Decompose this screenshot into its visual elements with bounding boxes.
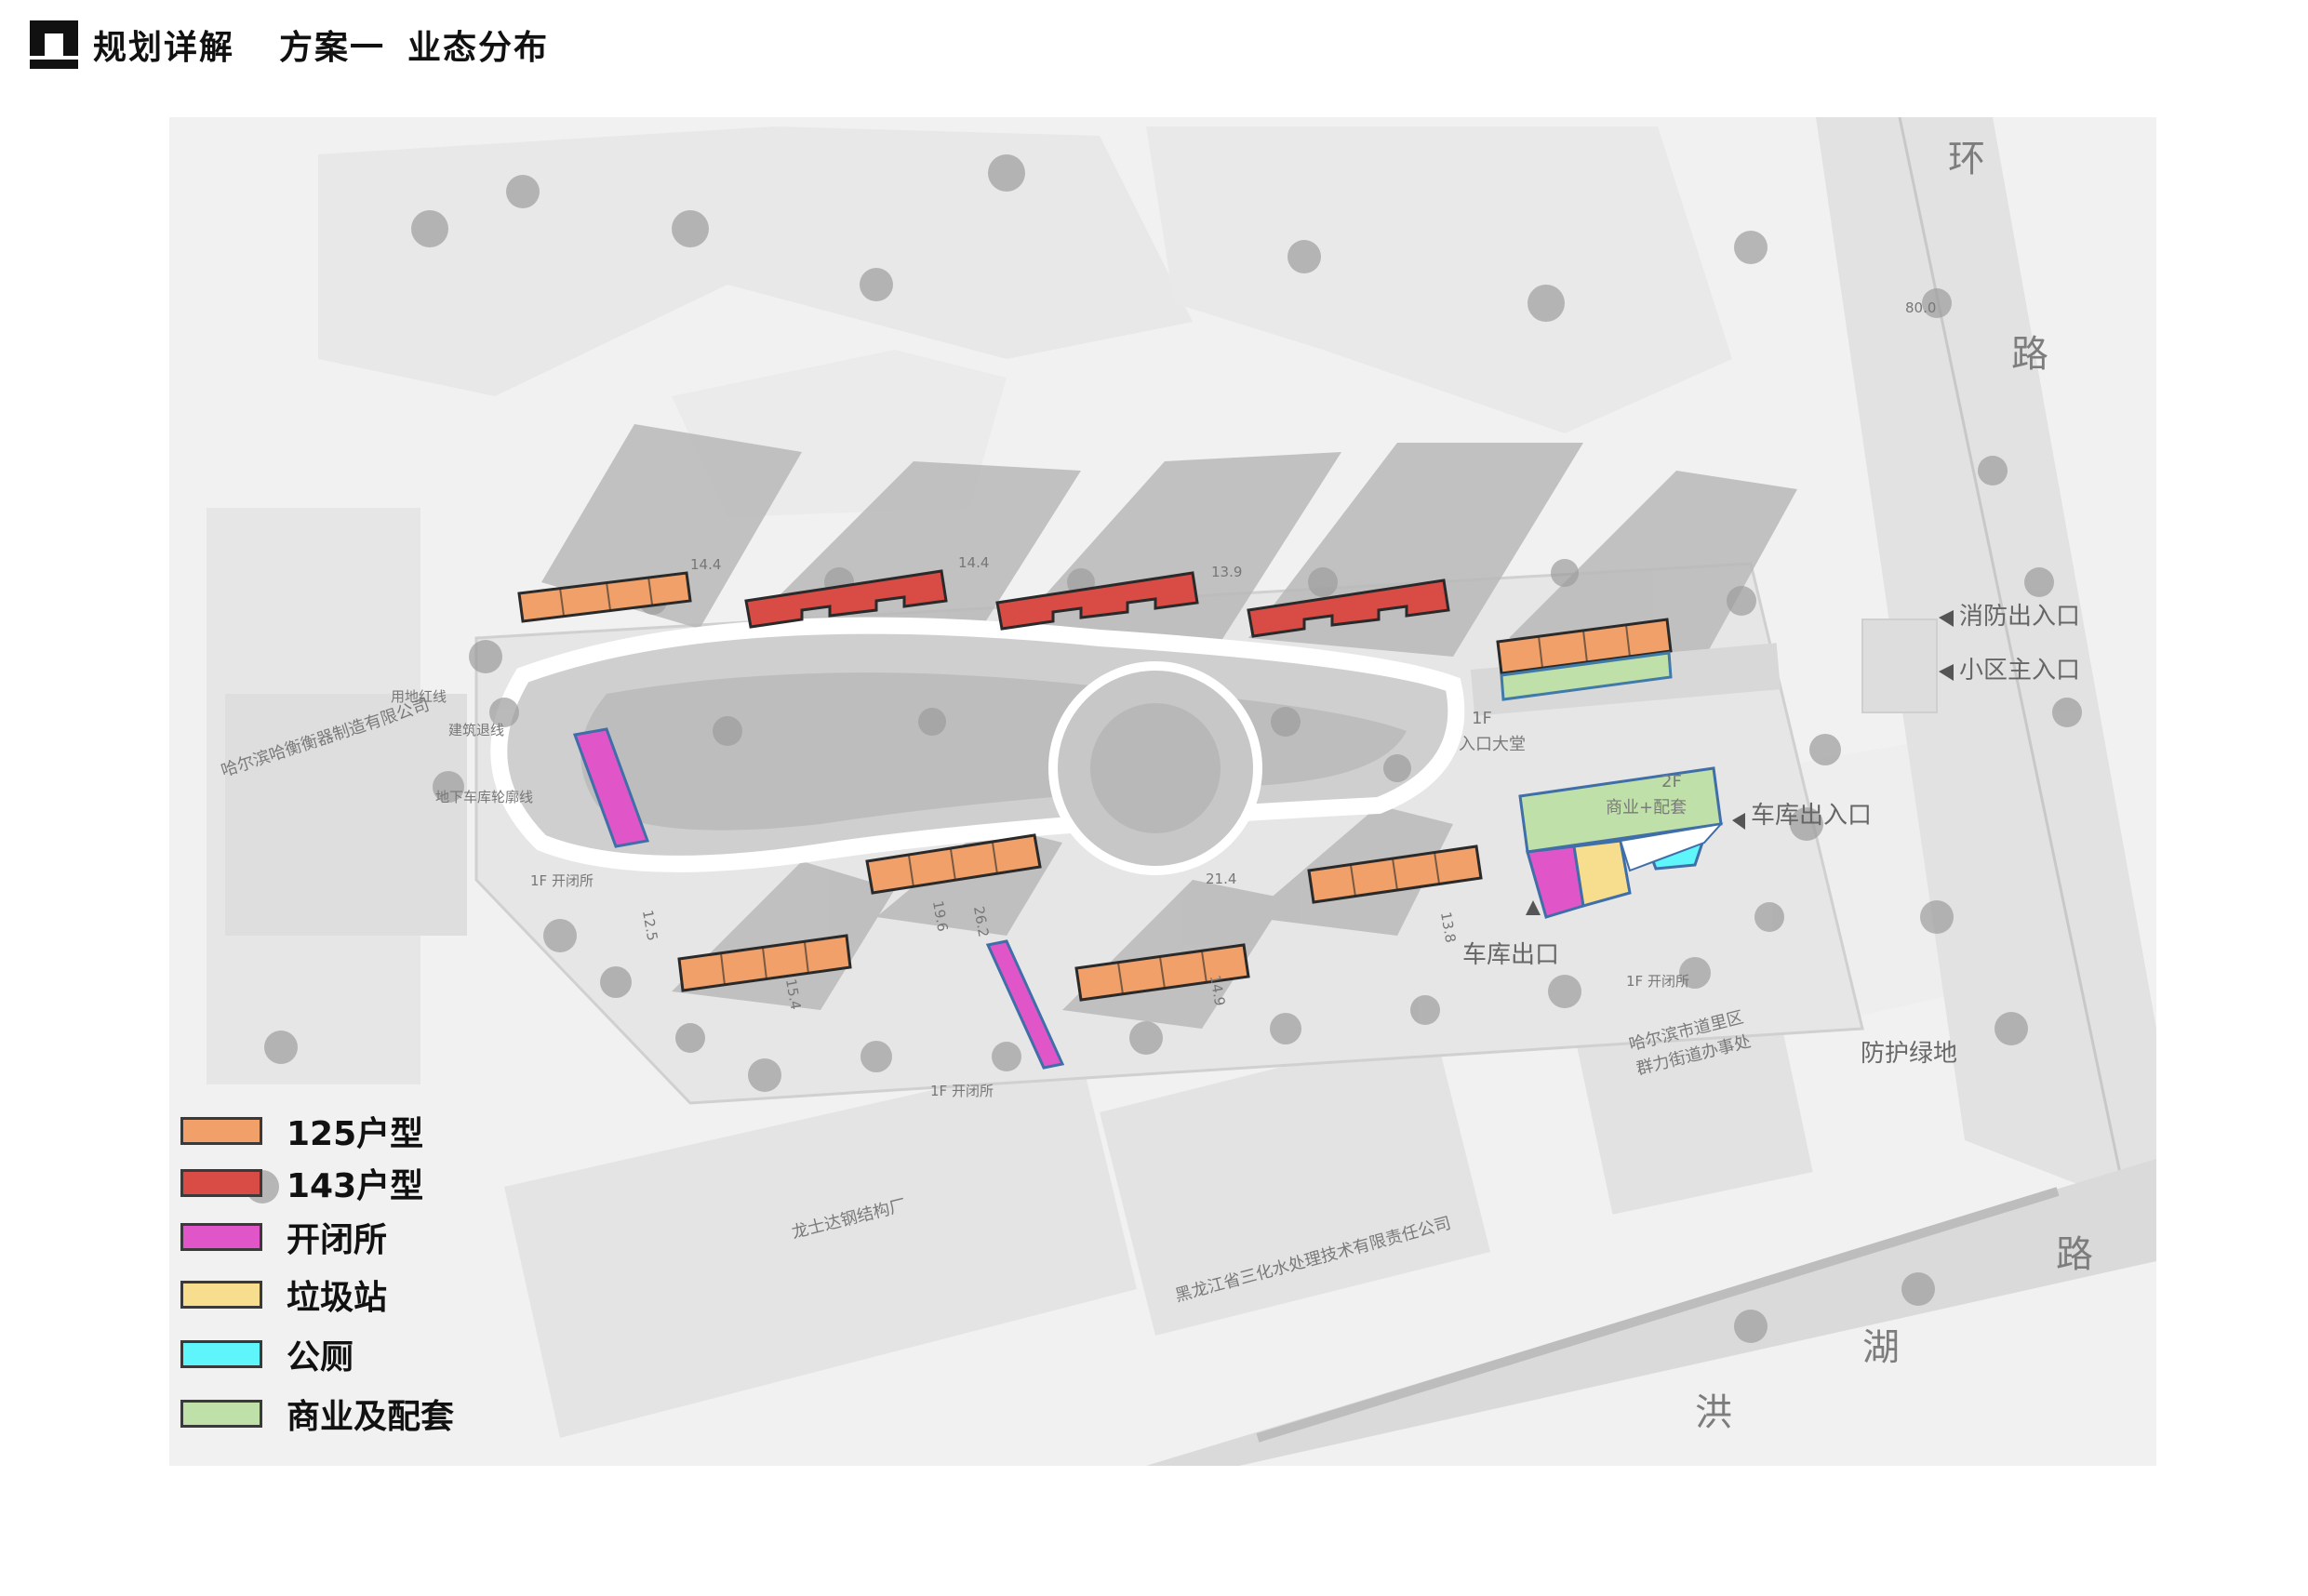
distance-label: 14.4 bbox=[690, 556, 722, 573]
main-entrance-label: 小区主入口 bbox=[1959, 657, 2081, 685]
legend-swatch-125 bbox=[180, 1117, 262, 1145]
road-width: 80.0 bbox=[1905, 299, 1937, 316]
commercial-block-label: 商业+配套 bbox=[1606, 798, 1688, 818]
fire-entrance-label: 消防出入口 bbox=[1959, 603, 2081, 631]
page-header: 规划详解 方案一业态分布 bbox=[30, 17, 594, 73]
honghu-road-label: 洪 bbox=[1695, 1391, 1732, 1434]
ring-road-label: 环 bbox=[1948, 138, 1985, 180]
commercial-strip bbox=[1500, 651, 1673, 701]
legend-label-public-toilet: 公厕 bbox=[287, 1338, 354, 1377]
distance-label: 13.9 bbox=[1211, 564, 1243, 580]
legend-swatch-switch-station bbox=[180, 1223, 262, 1251]
site-line-label: 地下车库轮廓线 bbox=[435, 789, 534, 805]
switch-floor-label: 1F 开闭所 bbox=[930, 1083, 994, 1099]
legend-label-125: 125户型 bbox=[287, 1115, 424, 1153]
title-topic: 业态分布 bbox=[407, 29, 550, 67]
legend-swatch-commercial bbox=[180, 1400, 262, 1428]
commercial-floor: 2F bbox=[1661, 772, 1682, 791]
legend-label-commercial: 商业及配套 bbox=[287, 1398, 455, 1436]
page-title: 规划详解 方案一业态分布 bbox=[93, 20, 594, 69]
honghu-road-label: 路 bbox=[2056, 1233, 2093, 1276]
building-143 bbox=[744, 569, 948, 629]
site-line-label: 用地红线 bbox=[391, 688, 447, 705]
legend-swatch-143 bbox=[180, 1169, 262, 1197]
company-logo bbox=[30, 20, 78, 69]
legend-item-public-toilet: 公厕 bbox=[180, 1336, 354, 1377]
switch-station bbox=[985, 939, 1065, 1070]
distance-label: 21.4 bbox=[1206, 871, 1237, 887]
building-143 bbox=[1247, 579, 1450, 638]
legend-item-125: 125户型 bbox=[180, 1112, 423, 1153]
site-plan-map: 环 路 80.0 路 湖 洪 消防出入口 小区主入口 车库出入口 车库出口 1F… bbox=[169, 117, 2156, 1466]
trees bbox=[246, 154, 2082, 1343]
legend-item-switch-station: 开闭所 bbox=[180, 1218, 387, 1259]
entrance-hall-floor: 1F bbox=[1472, 709, 1492, 728]
south-factory-block bbox=[504, 1057, 1137, 1438]
legend-item-commercial: 商业及配套 bbox=[180, 1395, 454, 1436]
distance-label: 14.4 bbox=[958, 554, 990, 571]
legend-label-garbage-station: 垃圾站 bbox=[287, 1279, 388, 1317]
green-buffer-label: 防护绿地 bbox=[1861, 1040, 1958, 1068]
legend-item-garbage-station: 垃圾站 bbox=[180, 1276, 387, 1317]
switch-floor-label: 1F 开闭所 bbox=[1626, 973, 1689, 990]
site-plan-drawing bbox=[169, 117, 2156, 1466]
legend-label-switch-station: 开闭所 bbox=[287, 1221, 388, 1259]
entrance-hall-label: 入口大堂 bbox=[1459, 735, 1526, 754]
units-143 bbox=[744, 569, 1450, 638]
switch-station bbox=[572, 727, 650, 848]
legend-swatch-garbage-station bbox=[180, 1281, 262, 1309]
building-143 bbox=[995, 571, 1199, 631]
entrance-gate bbox=[1861, 618, 1938, 713]
switch-floor-label: 1F 开闭所 bbox=[530, 872, 594, 889]
garage-exit-label: 车库出口 bbox=[1462, 941, 1560, 969]
entrance-arrows bbox=[1526, 610, 1954, 915]
site-line-label: 建筑退线 bbox=[448, 722, 505, 738]
garbage-station bbox=[1572, 839, 1632, 908]
title-section: 规划详解 bbox=[93, 29, 235, 67]
legend-item-143: 143户型 bbox=[180, 1164, 423, 1205]
legend-label-143: 143户型 bbox=[287, 1167, 424, 1205]
honghu-road-label: 湖 bbox=[1862, 1326, 1900, 1369]
building-125 bbox=[517, 571, 692, 623]
legend-swatch-public-toilet bbox=[180, 1340, 262, 1368]
ring-road-label: 路 bbox=[2011, 333, 2048, 376]
garage-entrance-label: 车库出入口 bbox=[1751, 802, 1873, 830]
title-scheme: 方案一 bbox=[279, 29, 386, 67]
